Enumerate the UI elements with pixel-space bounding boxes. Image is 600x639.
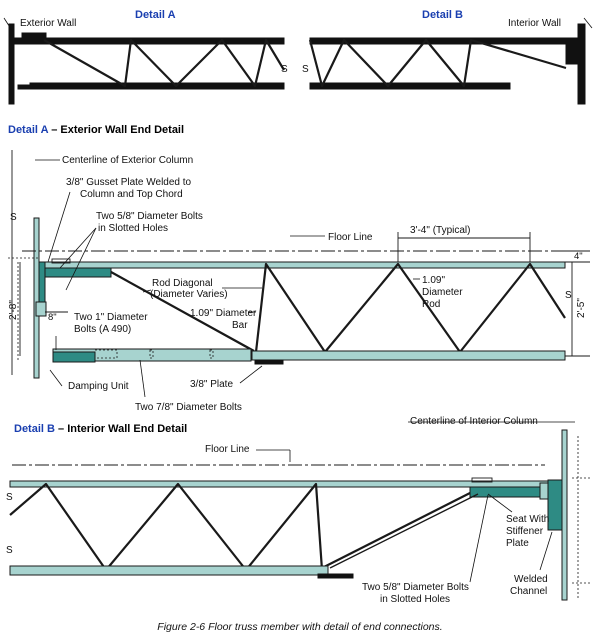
detail-a-bolts58-label-1: Two 5/8" Diameter Bolts — [96, 211, 203, 222]
detail-b-centerline-label: Centerline of Interior Column — [410, 416, 538, 427]
detail-b-end-diagonal — [321, 492, 471, 569]
detail-b-seat-label-2: Stiffener — [506, 526, 544, 537]
seat-stiffener — [539, 482, 549, 500]
detail-a-web-rod — [254, 262, 566, 354]
svg-text:S: S — [302, 64, 309, 75]
detail-b-top-chord — [9, 480, 551, 488]
detail-b-welded-label-1: Welded — [514, 574, 548, 585]
detail-a-damping-label: Damping Unit — [68, 381, 129, 392]
interior-column — [561, 429, 568, 601]
detail-b-seat-label-3: Plate — [506, 538, 529, 549]
detail-b-title: Detail B – Interior Wall End Detail — [14, 423, 187, 435]
detail-b-drawing: S S — [6, 421, 592, 601]
detail-a-gusset-label-1: 3/8" Gusset Plate Welded to — [66, 177, 192, 188]
interior-wall-leader — [583, 17, 593, 29]
detail-a-bar109-label-2: Bar — [232, 320, 248, 331]
overview-detail-b-label: Detail B — [422, 9, 463, 21]
interior-wall — [577, 23, 586, 105]
detail-a-rod-diagonal-label-1: Rod Diagonal — [152, 278, 213, 289]
detail-a-bar109-label-1: 1.09" Diameter — [190, 308, 257, 319]
svg-text:S: S — [6, 492, 13, 503]
detail-a-plate-label: 3/8" Plate — [190, 379, 233, 390]
detail-a-bolts78-label: Two 7/8" Diameter Bolts — [135, 402, 242, 413]
overview-right-webs — [308, 38, 567, 88]
detail-b-bolts58-label-2: in Slotted Holes — [380, 594, 450, 605]
detail-a-bolts1-label-1: Two 1" Diameter — [74, 312, 148, 323]
detail-a-bolts1-label-2: Bolts (A 490) — [74, 324, 131, 335]
detail-b-seat-label-1: Seat With — [506, 514, 549, 525]
detail-a-rod-diagonal-label-2: (Diameter Varies) — [150, 289, 228, 300]
overview-right-top-chord — [309, 37, 581, 45]
detail-a-bolts58-label-2: in Slotted Holes — [98, 223, 168, 234]
overview-right-bottom-chord — [309, 82, 511, 90]
detail-b-floor-line-label: Floor Line — [205, 444, 250, 455]
detail-a-top-chord — [44, 261, 566, 269]
detail-a-dim-2-8-label: 2'-8" — [8, 300, 19, 320]
overview-truss: S S — [3, 17, 593, 105]
exterior-wall-leader — [3, 17, 14, 33]
interior-wall-label: Interior Wall — [508, 18, 561, 29]
svg-text:S: S — [6, 545, 13, 556]
detail-a-top-chord-end — [44, 267, 112, 278]
figure-caption: Figure 2-6 Floor truss member with detai… — [157, 621, 442, 633]
detail-a-drawing: S S — [8, 150, 590, 398]
exterior-wall-label: Exterior Wall — [20, 18, 76, 29]
detail-b-welded-label-2: Channel — [510, 586, 547, 597]
detail-a-title: Detail A – Exterior Wall End Detail — [8, 124, 184, 136]
welded-channel — [547, 479, 563, 531]
detail-a-typical-label: 3'-4" (Typical) — [410, 225, 470, 236]
damping-unit — [52, 351, 96, 363]
detail-a-rod109-label-1: 1.09" — [422, 275, 445, 286]
overview-left-webs — [43, 38, 285, 88]
column-flange — [33, 217, 40, 379]
detail-b-bolts58-label-1: Two 5/8" Diameter Bolts — [362, 582, 469, 593]
detail-a-centerline-label: Centerline of Exterior Column — [62, 155, 193, 166]
exterior-wall — [8, 23, 15, 105]
svg-text:S: S — [565, 290, 572, 301]
svg-text:S: S — [10, 212, 17, 223]
plate-38 — [254, 359, 284, 365]
detail-a-rod109-label-2: Diameter — [422, 287, 463, 298]
detail-b-bottom-chord — [9, 565, 329, 576]
overview-left-top-chord — [13, 37, 285, 45]
svg-text:S: S — [281, 64, 288, 75]
overview-detail-a-label: Detail A — [135, 9, 176, 21]
detail-a-dim-2-5-label: 2'-5" — [576, 298, 587, 318]
detail-a-rod109-label-3: Rod — [422, 299, 440, 310]
detail-a-dim-4-label: 4" — [574, 251, 583, 262]
gusset-plate — [38, 261, 46, 303]
detail-a-dim-8-label: 8" — [48, 312, 57, 323]
detail-a-bottom-chord — [251, 350, 566, 361]
detail-b-web-rod — [9, 482, 324, 572]
detail-a-gusset-label-2: Column and Top Chord — [80, 189, 183, 200]
detail-a-floor-line-label: Floor Line — [328, 232, 373, 243]
